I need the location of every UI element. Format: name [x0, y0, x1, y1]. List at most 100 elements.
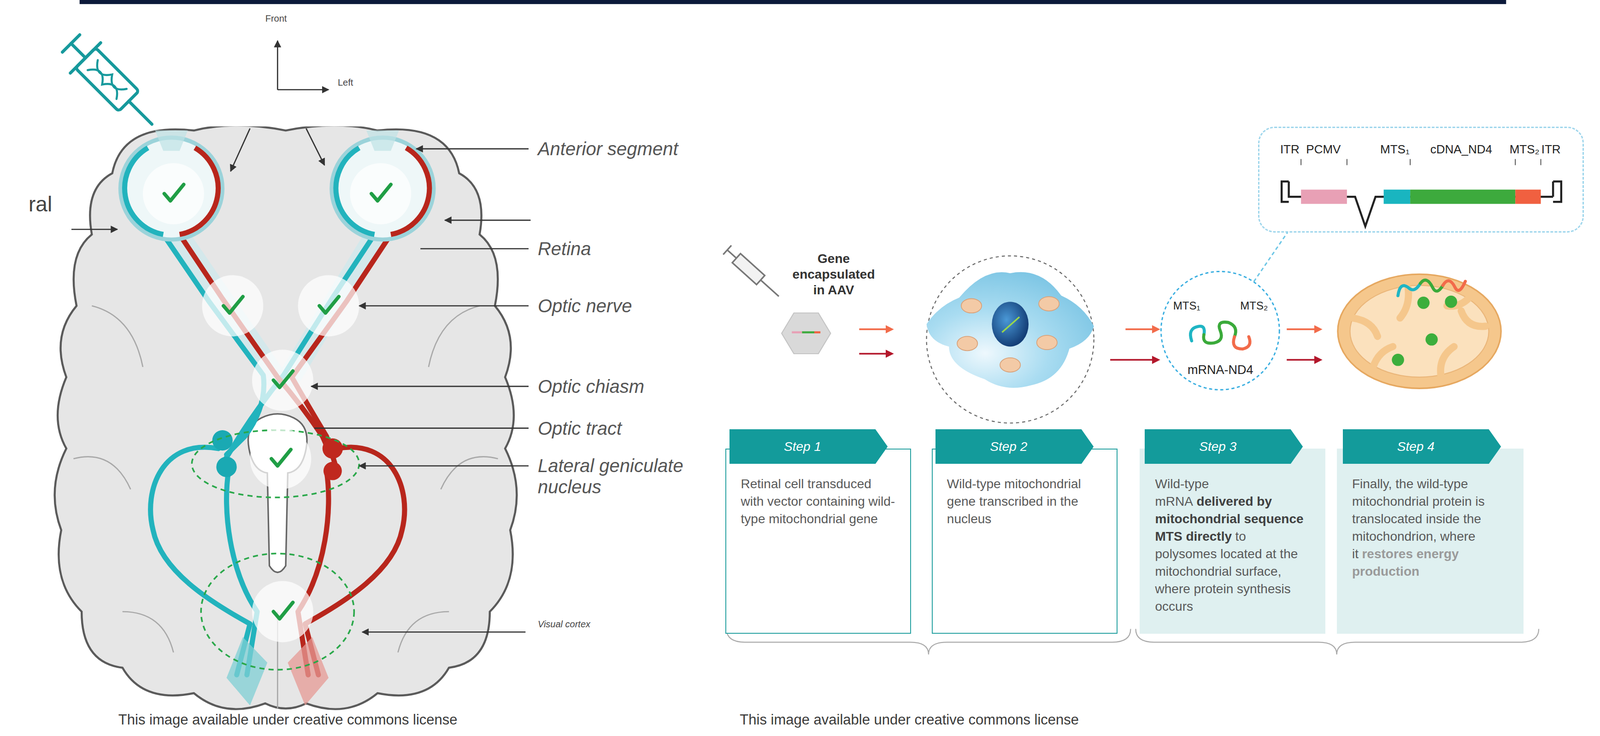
step-description: Retinal cell transduced with vector cont…	[741, 476, 896, 527]
axis-label: Front	[265, 12, 288, 24]
step-body-box	[725, 448, 912, 634]
gyrus-line	[73, 457, 131, 490]
leader-line	[420, 248, 529, 250]
construct-ticks	[1300, 158, 1541, 165]
gene-segment	[814, 331, 821, 334]
step-title: Step 4	[1342, 429, 1489, 465]
dashed-connector	[1253, 232, 1288, 283]
step-text-block: Wild-type mitochondrial gene transcribed…	[947, 475, 1103, 529]
zoom-circle	[926, 256, 1095, 424]
sequence-label: MTS₁	[1173, 299, 1201, 313]
part-label: Retina	[537, 238, 592, 260]
dna-strand	[92, 59, 127, 95]
mitochondrion	[1337, 274, 1501, 389]
license-caption: This image available under creative comm…	[118, 711, 458, 729]
construct-node: ITRPCMVMTS₁cDNA_ND4MTS₂ITR	[1258, 126, 1584, 233]
lgn-left	[216, 457, 237, 478]
cortex-cyan	[226, 637, 268, 706]
gene-segment	[791, 331, 802, 334]
check-mark	[350, 163, 412, 225]
part-label: Anterior segment	[537, 138, 679, 160]
gene-insert	[1001, 317, 1020, 333]
header-chevron	[1144, 429, 1303, 465]
arrow-head	[1314, 325, 1323, 334]
leader-arrow	[305, 128, 325, 166]
crista	[1400, 288, 1409, 318]
syringe-flange	[70, 42, 101, 74]
visual-pathway	[150, 234, 405, 676]
step-title: Step 1	[729, 429, 876, 465]
syringe-handle	[723, 245, 732, 255]
construct-label: ITR	[1541, 143, 1561, 158]
strand-part	[1398, 283, 1421, 296]
circle-node: MTS₁MTS₂mRNA-ND4	[1158, 269, 1282, 393]
leader-arrow	[230, 128, 250, 172]
mrna-strand	[1398, 280, 1466, 296]
protein-dot	[1391, 353, 1405, 367]
leader-arrow	[362, 631, 526, 634]
vector-backbone	[1281, 181, 1562, 227]
step-description: restores energy production	[1352, 547, 1459, 579]
check-mark	[252, 581, 314, 643]
check-mark	[250, 428, 312, 490]
outer-membrane	[1337, 274, 1501, 389]
arrow-head	[1152, 355, 1161, 365]
construct-label: PCMV	[1305, 143, 1341, 158]
compass-arrow	[276, 41, 279, 90]
leader-arrow	[444, 219, 531, 222]
eye	[120, 137, 223, 240]
arrow-head	[885, 325, 895, 334]
step-node: Step 4Finally, the wild-type mitochondri…	[1336, 429, 1524, 635]
cell-mitochondria	[957, 296, 1059, 373]
step-title: Step 3	[1144, 429, 1291, 465]
leader-arrow	[71, 229, 118, 231]
syringe-barrel	[732, 253, 765, 285]
tick	[1409, 158, 1411, 165]
promoter-segment	[1300, 189, 1348, 205]
protein-dot	[1444, 295, 1458, 309]
compass-arrow	[277, 88, 329, 91]
gyrus-line	[428, 305, 480, 368]
step-node: Step 2Wild-type mitochondrial gene trans…	[931, 429, 1118, 635]
mitochondrion-small	[1038, 296, 1059, 312]
arrow-head	[885, 349, 895, 359]
syringe-needle	[760, 280, 779, 297]
construct-map	[1281, 158, 1562, 227]
mrna-strand	[1233, 336, 1251, 350]
cristae	[1352, 288, 1486, 376]
leader-arrow	[358, 465, 529, 467]
protein-dot	[1417, 296, 1430, 310]
cortex-red	[287, 637, 329, 706]
step-text-block: Retinal cell transduced with vector cont…	[741, 475, 897, 529]
arrow-head	[1152, 325, 1161, 334]
dna-strand	[87, 64, 122, 100]
lgn-left	[212, 430, 233, 451]
lgn-right	[323, 462, 342, 481]
small-syringe	[723, 245, 783, 301]
part-label: Visual cortex	[537, 619, 591, 630]
check-mark	[142, 163, 205, 225]
header-chevron	[729, 429, 888, 465]
protein-dot	[1425, 333, 1438, 347]
compass	[277, 41, 329, 90]
construct-label: MTS₂	[1509, 143, 1540, 158]
mts2-segment	[1515, 189, 1541, 205]
lgn-right	[322, 438, 343, 459]
step-node: Step 1 Retinal cell transduced with vecto…	[725, 429, 912, 635]
construct-label: ITR	[1280, 143, 1300, 158]
mrna-strand	[1203, 322, 1236, 344]
crista	[1372, 347, 1393, 370]
part-label: Optic chiasm	[537, 376, 645, 398]
check-mark	[298, 275, 360, 337]
syringe-icon	[55, 28, 167, 140]
aav-capsid	[781, 312, 831, 354]
part-label: Optic nerve	[537, 295, 633, 317]
syringe-plunger	[70, 43, 86, 58]
flow-arrow	[1110, 359, 1154, 362]
strand-part	[1420, 280, 1443, 292]
anterior-segment	[155, 130, 189, 151]
gene-segment	[801, 331, 815, 334]
header-chevron	[1342, 429, 1501, 465]
protein-dots	[1391, 295, 1458, 367]
